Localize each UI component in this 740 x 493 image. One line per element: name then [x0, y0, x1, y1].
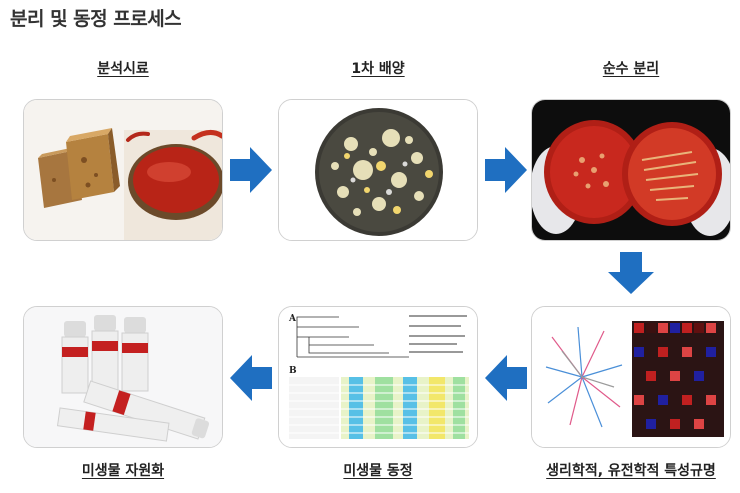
culture-image-card	[278, 99, 478, 241]
page-title: 분리 및 동정 프로세스	[10, 8, 182, 30]
step-label-characterization: 생리학적, 유전학적 특성규명	[546, 463, 716, 479]
step-label-resource: 미생물 자원화	[81, 463, 165, 479]
isolation-image-card	[531, 99, 731, 241]
resource-image-card	[23, 306, 223, 448]
step-label-pure-isolation: 순수 분리	[602, 61, 660, 77]
step-label-primary-culture: 1차 배양	[351, 61, 405, 77]
sample-illustration	[24, 100, 222, 240]
vials-illustration	[24, 307, 222, 447]
arrow-right-icon	[230, 147, 272, 193]
step-label-identification: 미생물 동정	[343, 463, 413, 479]
arrow-right-icon	[485, 147, 527, 193]
sample-image-card	[23, 99, 223, 241]
arrow-left-icon	[485, 355, 527, 401]
characterization-image-card	[531, 306, 731, 448]
heatmap-illustration	[532, 307, 730, 447]
step-label-sample: 분석시료	[97, 61, 149, 77]
agar-plates-illustration	[532, 100, 730, 240]
petri-dish-illustration	[279, 100, 477, 240]
arrow-left-icon	[230, 355, 272, 401]
identification-image-card: A B	[278, 306, 478, 448]
phylogeny-alignment-illustration: A B	[279, 307, 477, 447]
panel-b-label: B	[289, 366, 297, 376]
panel-a-label: A	[288, 314, 297, 324]
arrow-down-icon	[608, 252, 654, 294]
